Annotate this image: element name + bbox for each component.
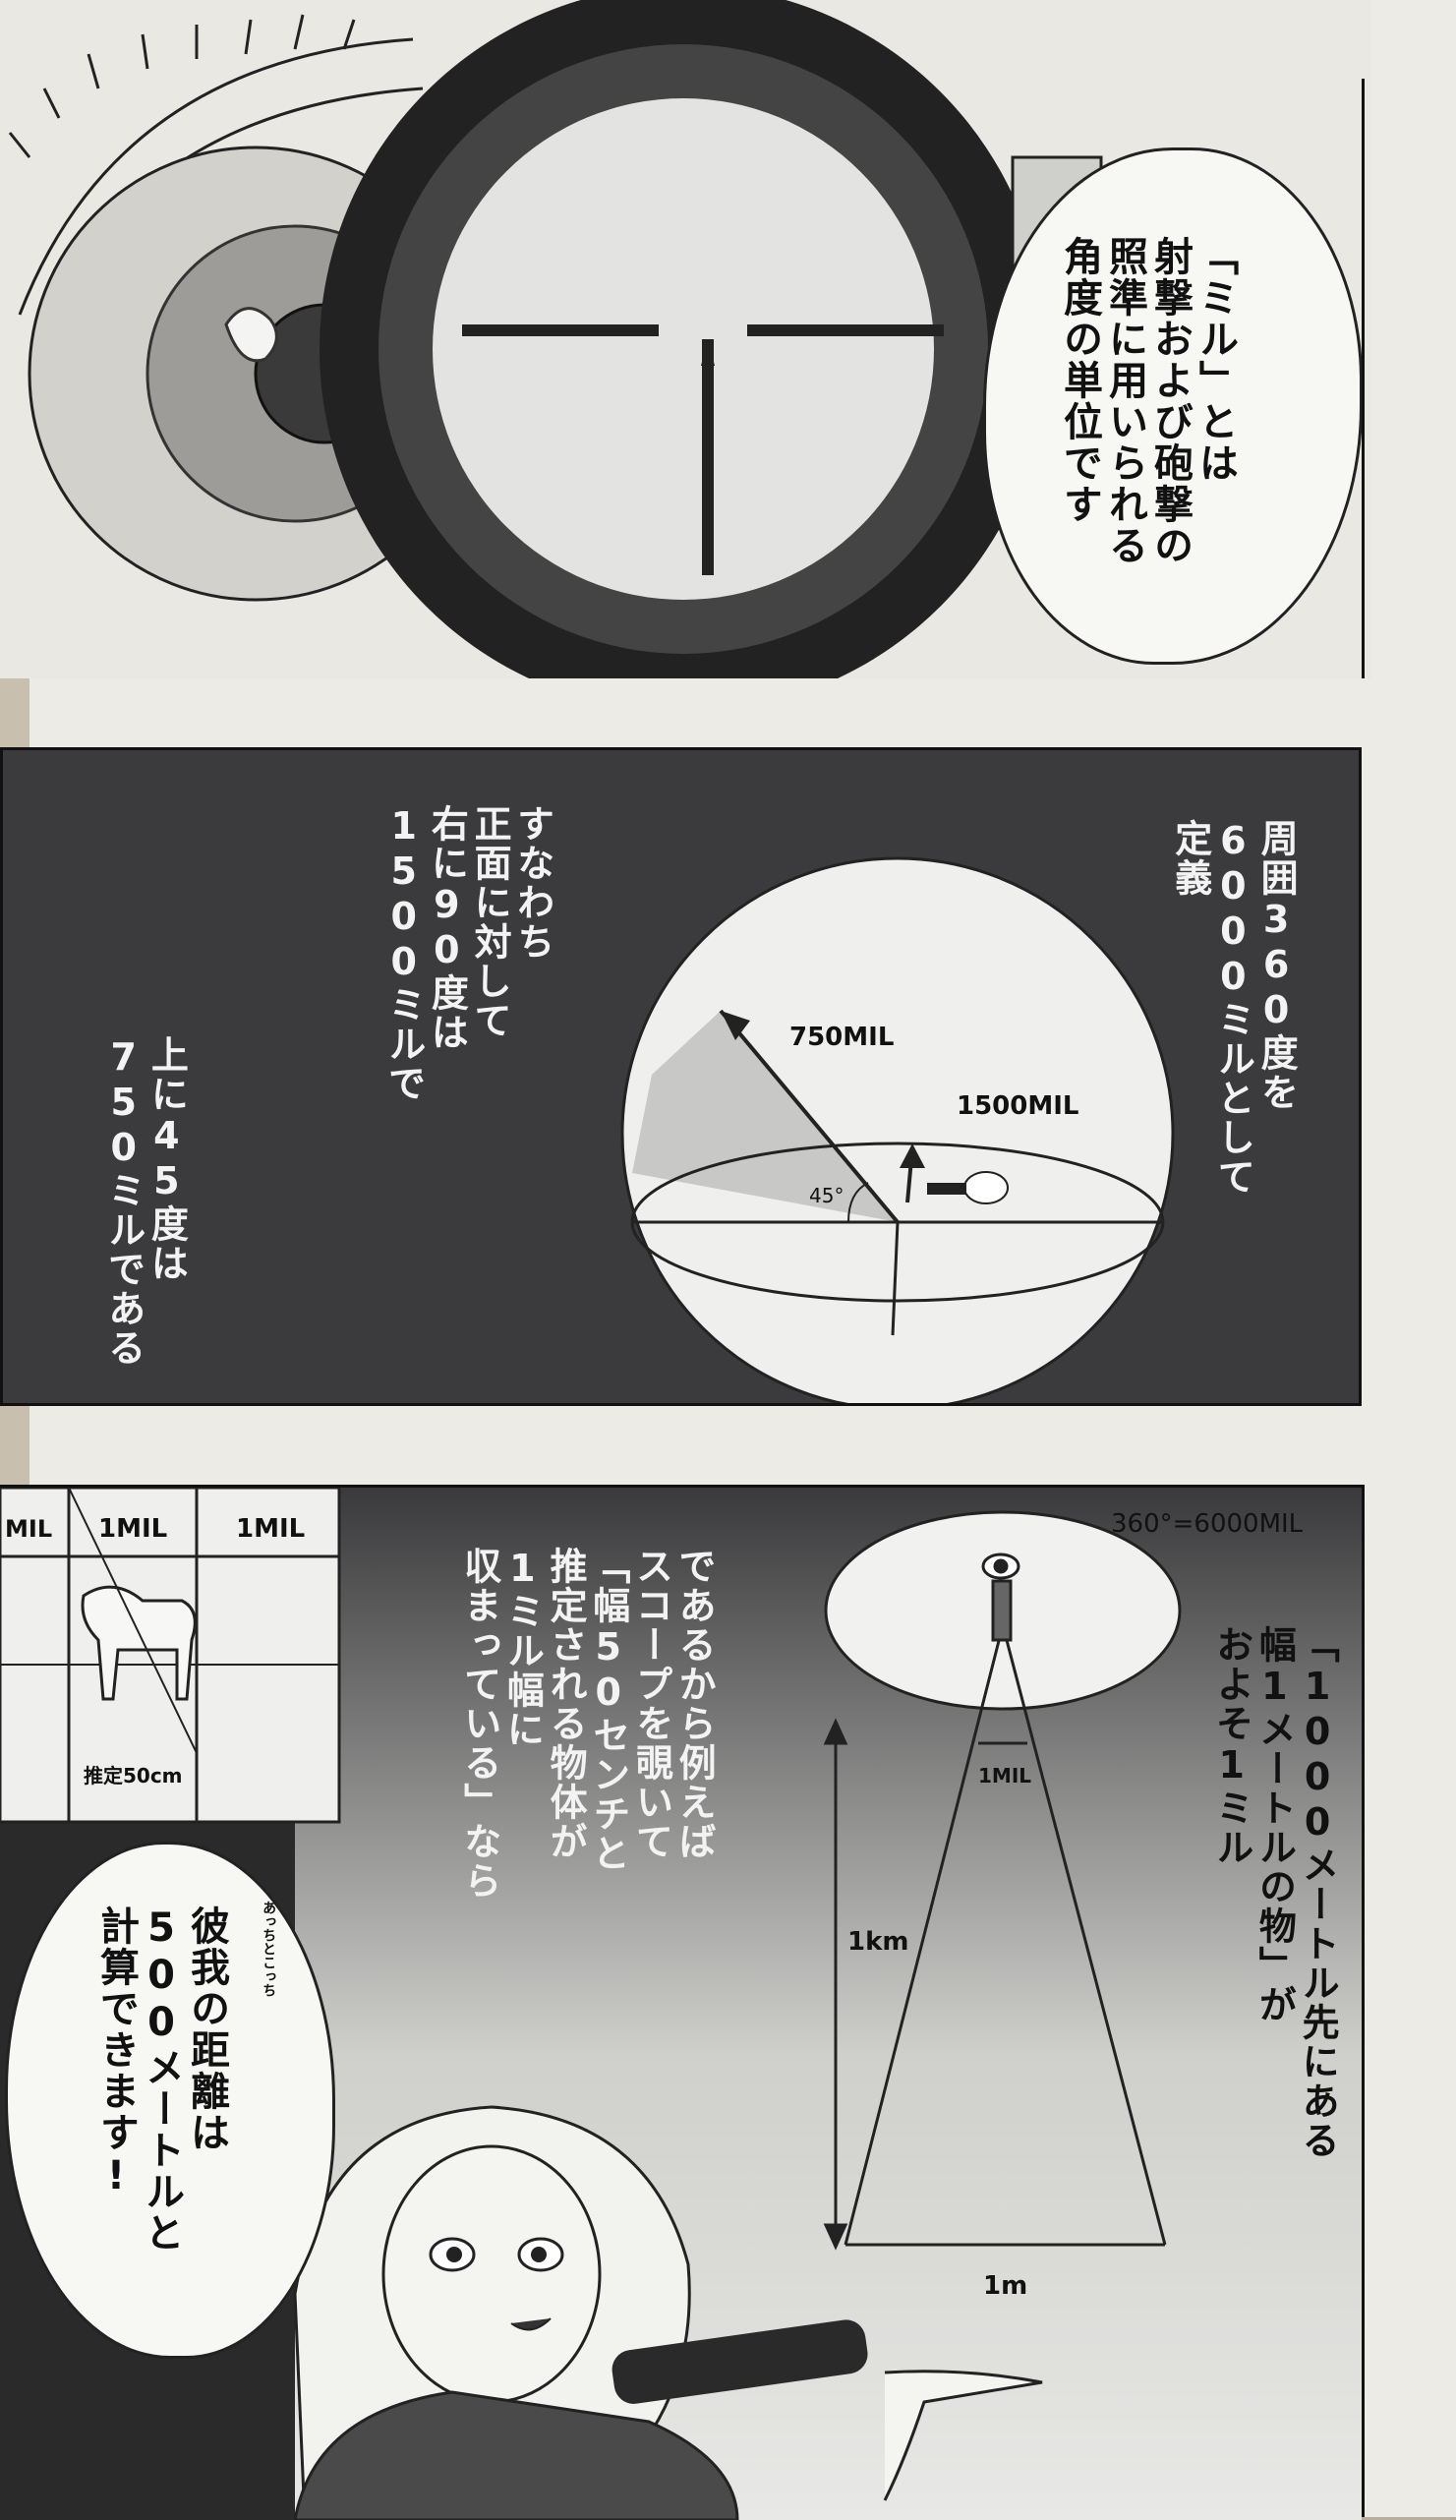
- sphere-diagram: [620, 856, 1175, 1403]
- bubble-line-3: 計算できます!: [93, 1905, 139, 2200]
- caption-line-3: およそ1ミル: [1209, 1625, 1253, 1867]
- label-1m: 1m: [983, 2271, 1027, 2301]
- label-45deg: 45°: [809, 1184, 844, 1207]
- girl-character-illustration: [293, 2105, 1043, 2520]
- caption-90deg-1500mil: すなわち 正面に対して 右に90度は 1500ミルで: [381, 804, 554, 1355]
- caption-line-3: 「幅50センチと: [586, 1547, 630, 1873]
- caption-line-1: すなわち: [510, 804, 554, 962]
- caption-line-2: スコープを覗いて: [629, 1547, 673, 1861]
- caption-line-1: 「1000メートル先にある: [1296, 1625, 1340, 2160]
- ruby-text: あっちとこっち: [261, 1901, 277, 1997]
- scope-label-mil: MIL: [5, 1515, 52, 1543]
- caption-1000m-1mil: 「1000メートル先にある 幅1メートルの物」が およそ1ミル: [1209, 1625, 1340, 2255]
- bubble-line-1: 「ミル」とは: [1193, 236, 1238, 484]
- bubble-line-1: 彼我の距離は: [184, 1905, 229, 2153]
- panel-2: 750MIL 1500MIL 45° 周囲360度を 6000ミルとして 定義 …: [0, 747, 1362, 1406]
- caption-line-6: 収まっている」なら: [457, 1547, 501, 1901]
- caption-line-1: であるから例えば: [672, 1547, 717, 1861]
- page-right-border: [1362, 1485, 1365, 2517]
- caption-line-4: 1500ミルで: [381, 804, 426, 1103]
- caption-line-5: 1ミル幅に: [500, 1547, 545, 1749]
- bubble-line-2: 500メートルと: [139, 1905, 184, 2254]
- caption-line-3: 右に90度は: [425, 804, 469, 1052]
- caption-line-2: 正面に対して: [468, 804, 512, 1040]
- label-750mil: 750MIL: [789, 1023, 894, 1052]
- bubble-line-4: 角度の単位です: [1057, 236, 1102, 525]
- caption-line-4: 推定される物体が: [544, 1547, 588, 1861]
- caption-360-definition: 周囲360度を 6000ミルとして 定義: [1168, 819, 1299, 1370]
- scope-label-1mil-a: 1MIL: [98, 1514, 167, 1544]
- bubble-line-3: 照準に用いられる: [1102, 236, 1147, 566]
- scope-label-1mil-b: 1MIL: [236, 1514, 305, 1544]
- scope-view-with-dog: [0, 1488, 341, 1824]
- bubble-text-distance: 彼我の距離は 500メートルと 計算できます!: [93, 1905, 229, 2318]
- caption-scope-example: であるから例えば スコープを覗いて 「幅50センチと 推定される物体が 1ミル幅…: [457, 1547, 717, 2235]
- caption-line-3: 定義: [1168, 819, 1212, 898]
- speech-bubble-mil-definition: [983, 147, 1363, 665]
- speech-bubble-distance: [5, 1842, 335, 2359]
- label-1km: 1km: [847, 1927, 908, 1957]
- panel-1-right-border: [1362, 79, 1365, 678]
- scope-label-estimate: 推定50cm: [84, 1764, 183, 1787]
- figure-with-scope-icon: [927, 1171, 1009, 1204]
- distance-diagram: [823, 1510, 1182, 2251]
- label-360-6000mil: 360°=6000MIL: [1111, 1509, 1304, 1539]
- label-1500mil: 1500MIL: [957, 1091, 1078, 1121]
- caption-line-1: 上に45度は: [145, 1035, 189, 1283]
- caption-line-2: 750ミルである: [101, 1035, 146, 1368]
- bubble-text-mil-definition: 「ミル」とは 射撃および砲撃の 照準に用いられる 角度の単位です: [1057, 236, 1238, 649]
- mil-angle-diagram: 750MIL 1500MIL 45°: [620, 856, 1175, 1403]
- caption-line-2: 幅1メートルの物」が: [1252, 1625, 1297, 2024]
- panel-3: 360°=6000MIL 1MIL 1km 1m MIL 1MIL 1MIL 推…: [0, 1485, 1362, 2520]
- caption-line-1: 周囲360度を: [1254, 819, 1299, 1112]
- label-1mil: 1MIL: [978, 1764, 1031, 1787]
- scope-reticle-illustration: [320, 0, 1103, 678]
- caption-45deg-750mil: 上に45度は 750ミルである: [101, 1035, 189, 1389]
- caption-line-2: 6000ミルとして: [1211, 819, 1255, 1197]
- panel-1: 「ミル」とは 射撃および砲撃の 照準に用いられる 角度の単位です: [0, 0, 1371, 678]
- bubble-line-2: 射撃および砲撃の: [1147, 236, 1193, 566]
- panel-1-art: [8, 0, 1103, 678]
